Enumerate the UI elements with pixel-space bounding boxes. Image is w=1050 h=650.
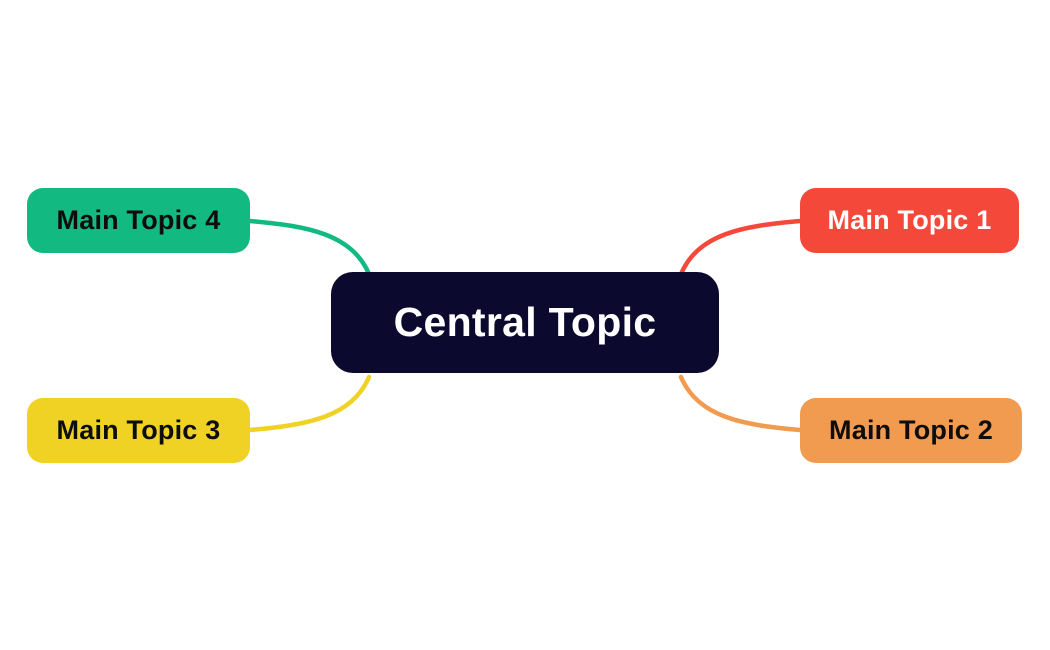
main-topic-2-node[interactable]: Main Topic 2 (800, 398, 1022, 463)
main-topic-3-label: Main Topic 3 (56, 415, 221, 445)
main-topic-1-label: Main Topic 1 (827, 205, 992, 235)
connector-central-to-main-topic-3[interactable] (247, 374, 372, 433)
connector-central-to-main-topic-4[interactable] (247, 218, 372, 277)
main-topic-2-label: Main Topic 2 (829, 415, 993, 445)
main-topic-1-node[interactable]: Main Topic 1 (800, 188, 1019, 253)
central-topic-label: Central Topic (393, 299, 657, 345)
main-topic-3-node[interactable]: Main Topic 3 (27, 398, 250, 463)
main-topic-4-label: Main Topic 4 (56, 205, 221, 235)
connector-central-to-main-topic-2[interactable] (678, 374, 803, 433)
connector-central-to-main-topic-1[interactable] (678, 218, 803, 277)
central-topic-node[interactable]: Central Topic (331, 272, 719, 373)
main-topic-4-node[interactable]: Main Topic 4 (27, 188, 250, 253)
